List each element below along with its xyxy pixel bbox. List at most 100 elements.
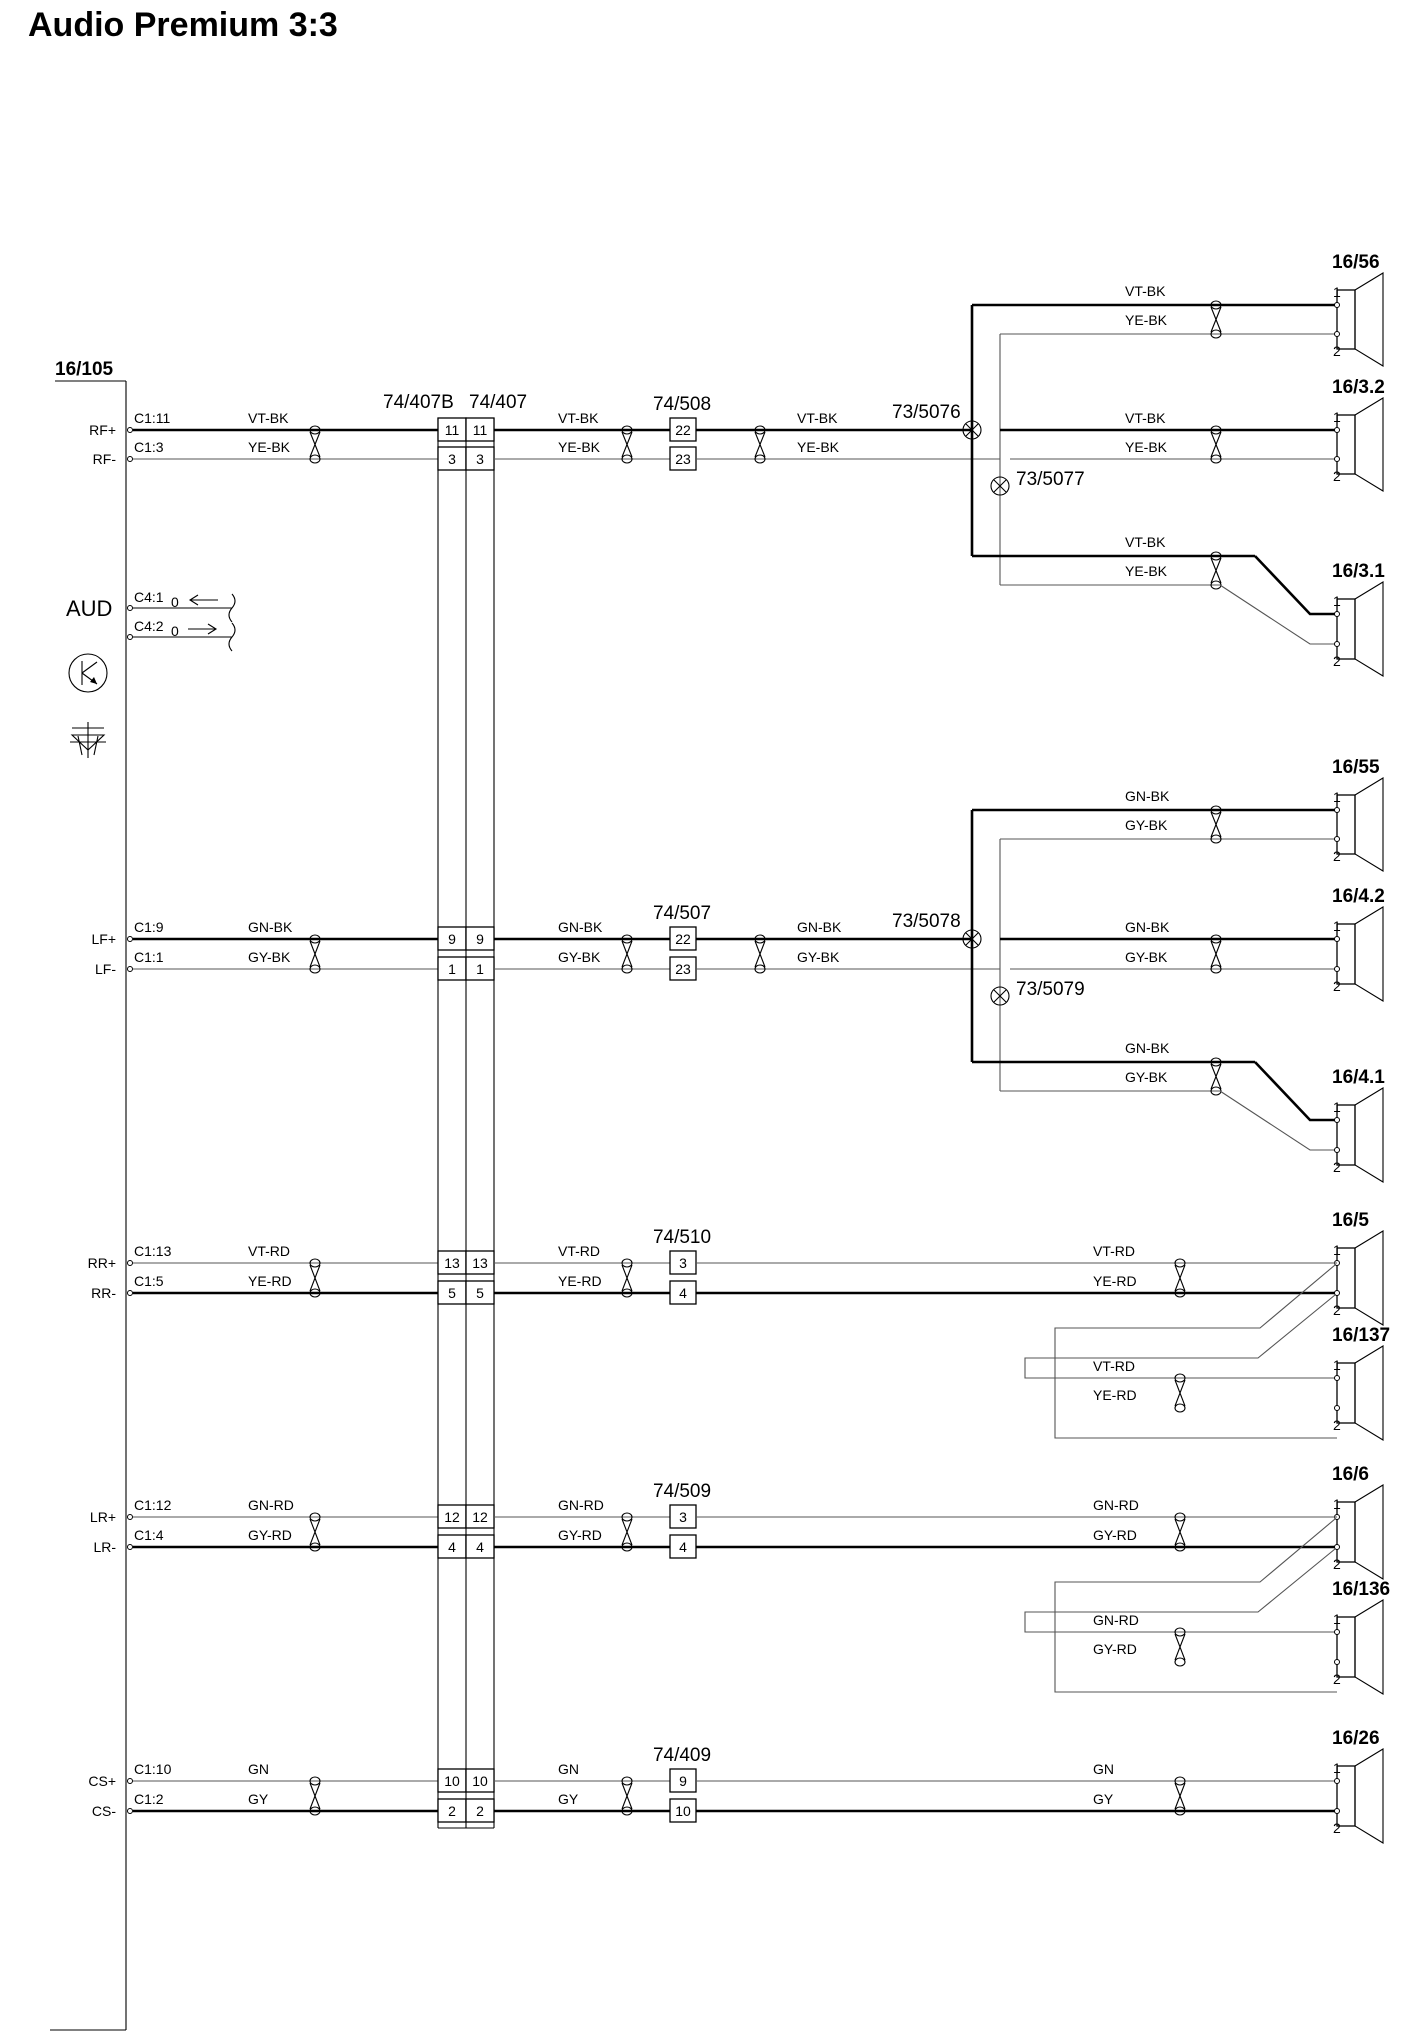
speaker-name: 16/6 (1332, 1464, 1369, 1485)
module-name: 16/105 (55, 359, 114, 380)
speaker-name: 16/5 (1332, 1210, 1369, 1231)
aux-pin-label: C4:2 (134, 618, 164, 634)
twisted-pair-icon (1174, 1627, 1186, 1667)
wire-color-plus: GN-BK (797, 919, 842, 935)
speaker-pin-2: 2 (1333, 468, 1341, 484)
speaker-pin-1: 1 (1333, 789, 1341, 805)
wire-color-minus: GY-BK (248, 949, 291, 965)
front-speaker-group-0: VT-BKYE-BK73/507673/5077VT-BKYE-BKVT-BKY… (696, 252, 1385, 677)
speaker-pin-2: 2 (1333, 1417, 1341, 1433)
connector-pin: 2 (448, 1803, 456, 1819)
connector-pin: 1 (476, 961, 484, 977)
connector-pin: 5 (448, 1285, 456, 1301)
twisted-pair-icon (309, 1512, 321, 1552)
connector-74-407: 74/407B 74/407 (383, 392, 527, 1829)
splice-icon (962, 420, 982, 440)
speaker-name: 16/137 (1332, 1325, 1390, 1346)
signal-label-minus: RF- (93, 451, 117, 467)
diode-icon (70, 722, 106, 758)
wire-color-minus: YE-RD (1093, 1273, 1137, 1289)
speaker-16-3-2: 16/3.212 (1332, 377, 1385, 492)
splice-icon (990, 986, 1010, 1006)
speaker-name: 16/26 (1332, 1728, 1380, 1749)
twisted-pair-icon (1210, 551, 1222, 590)
connector-pin: 3 (448, 451, 456, 467)
wire-color-minus: GY (248, 1791, 269, 1807)
wire-color-minus: YE-BK (1125, 439, 1168, 455)
module-pin-plus: C1:12 (134, 1497, 172, 1513)
twisted-pair-icon (754, 934, 766, 974)
wire-color-minus: GY-BK (1125, 949, 1168, 965)
connector-pin: 11 (445, 422, 460, 438)
wire-color-minus: GY-RD (558, 1527, 602, 1543)
speaker-pin-1: 1 (1333, 1242, 1341, 1258)
connector-pin: 5 (476, 1285, 484, 1301)
connector-pin: 3 (679, 1509, 687, 1525)
twisted-pair-icon (621, 1776, 633, 1816)
module-pin-plus: C1:13 (134, 1243, 172, 1259)
wire-color-plus: GN-RD (1093, 1612, 1139, 1628)
twisted-pair-icon (309, 1776, 321, 1816)
connector-pin: 9 (679, 1773, 687, 1789)
connector-pin: 12 (444, 1509, 460, 1525)
twisted-pair-icon (1210, 934, 1222, 974)
connector-pin: 23 (675, 451, 691, 467)
speaker-pin-2: 2 (1333, 1302, 1341, 1318)
signal-label-minus: LF- (95, 961, 116, 977)
wire-color-minus: YE-RD (248, 1273, 292, 1289)
aud-label: AUD (66, 596, 112, 621)
connector-pin: 22 (675, 931, 691, 947)
connector-name: 74/510 (653, 1227, 711, 1248)
signal-label-plus: RR+ (88, 1255, 116, 1271)
connector-name: 74/409 (653, 1745, 711, 1766)
module-pin-minus: C1:3 (134, 439, 164, 455)
speaker-pin-2: 2 (1333, 1159, 1341, 1175)
connector-pin: 2 (476, 1803, 484, 1819)
signal-label-minus: RR- (91, 1285, 116, 1301)
connector-pin: 10 (675, 1803, 691, 1819)
connector-pin: 9 (448, 931, 456, 947)
connector-name-left: 74/407B (383, 392, 454, 413)
connector-pin: 1 (448, 961, 456, 977)
wire-color-plus: VT-BK (1125, 534, 1166, 550)
module-pin-plus: C1:10 (134, 1761, 172, 1777)
twisted-pair-icon (1174, 1776, 1186, 1816)
twisted-pair-icon (309, 934, 321, 974)
wire-color-minus: GY-BK (797, 949, 840, 965)
speaker-pin-2: 2 (1333, 1820, 1341, 1836)
speaker-16-6: 16/612 (1332, 1464, 1384, 1580)
aux-pin-sub: 0 (171, 623, 179, 639)
splice-label: 73/5079 (1016, 979, 1085, 1000)
connector-pin: 11 (473, 422, 488, 438)
speaker-pin-2: 2 (1333, 978, 1341, 994)
connector-pin: 3 (679, 1255, 687, 1271)
connector-name-right: 74/407 (469, 392, 527, 413)
wire-color-plus: GN (558, 1761, 579, 1777)
wire-color-plus: GN-RD (1093, 1497, 1139, 1513)
wire-color-minus: GY-BK (558, 949, 601, 965)
wire-color-plus: VT-BK (248, 410, 289, 426)
speaker-name: 16/55 (1332, 757, 1380, 778)
module-pin-minus: C1:4 (134, 1527, 164, 1543)
twisted-pair-icon (1174, 1258, 1186, 1298)
twisted-pair-icon (1210, 300, 1222, 339)
wire-color-minus: GY-RD (1093, 1527, 1137, 1543)
wire-color-plus: VT-BK (797, 410, 838, 426)
connector-name: 74/507 (653, 903, 711, 924)
twisted-pair-icon (1210, 1057, 1222, 1096)
speaker-name: 16/3.1 (1332, 561, 1385, 582)
connector-name: 74/509 (653, 1481, 711, 1502)
splice-label: 73/5076 (892, 402, 961, 423)
connector-pin: 4 (476, 1539, 484, 1555)
twisted-pair-icon (309, 425, 321, 464)
signal-label-plus: LR+ (90, 1509, 116, 1525)
